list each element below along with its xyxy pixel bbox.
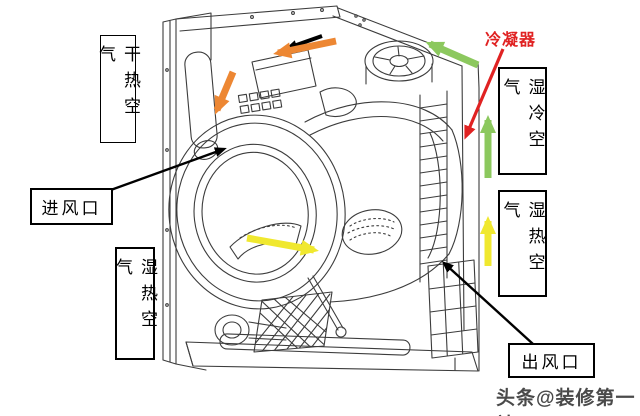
- washing-machine-line-art: [162, 5, 480, 372]
- label-wet-hot-air-left: 湿热空气: [113, 247, 157, 360]
- label-wet-hot-air-right: 湿热空气: [498, 190, 547, 297]
- arrow-black-duct: [285, 34, 323, 50]
- leader-air-outlet: [441, 260, 534, 345]
- arrow-dry-hot-down: [213, 70, 237, 115]
- label-air-inlet: 进风口: [30, 188, 113, 225]
- label-dry-hot-air: 干热空气: [96, 35, 140, 143]
- watermark-text: 头条@装修第一站: [496, 388, 636, 416]
- arrow-wet-hot-right: [246, 234, 319, 256]
- arrow-exhaust-up-left: [425, 40, 480, 69]
- label-condenser: 冷凝器: [485, 32, 537, 49]
- arrow-dry-hot-top: [273, 37, 337, 59]
- leader-air-inlet: [107, 147, 227, 193]
- arrow-condenser-pointer: [464, 48, 505, 140]
- label-wet-cold-air: 湿冷空气: [498, 67, 547, 175]
- label-air-outlet: 出风口: [508, 343, 595, 378]
